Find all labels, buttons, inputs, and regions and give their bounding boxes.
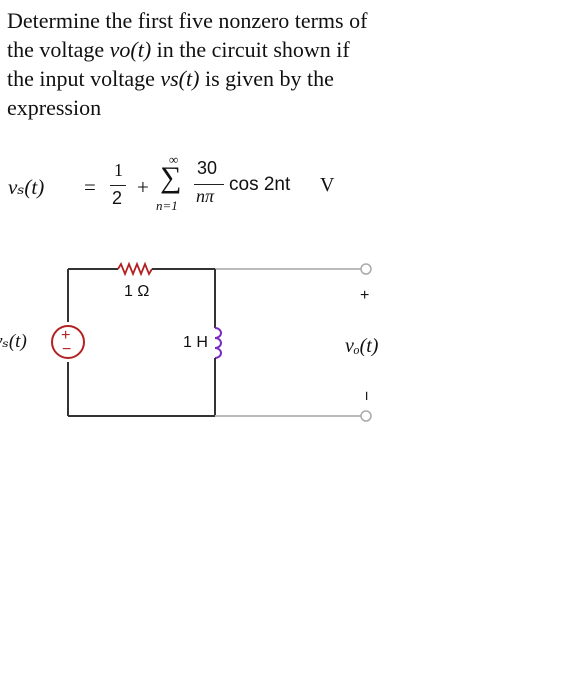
equation-lhs: vₛ(t)	[8, 175, 45, 199]
voltage-source-symbol	[51, 325, 85, 359]
output-terminal-bottom	[360, 410, 372, 422]
problem-line-3-text-end: is given by the	[199, 66, 334, 91]
equation-equals: =	[84, 175, 96, 199]
cosine-term: cos 2nt	[229, 174, 291, 195]
half-fraction-bar	[110, 185, 126, 186]
source-plus-sign: +	[61, 327, 71, 344]
resistor-symbol	[117, 261, 153, 277]
circuit-diagram: 1 Ω 1 H vₛ(t) + − + vₒ(t) −	[0, 250, 575, 450]
source-voltage-label: vₛ(t)	[0, 331, 27, 352]
output-plus-sign: +	[360, 287, 370, 304]
circuit-schematic	[51, 261, 372, 422]
summation-symbol: ∑	[160, 161, 182, 194]
coefficient-fraction-bar	[194, 184, 224, 185]
problem-line-1: Determine the first five nonzero terms o…	[7, 8, 368, 33]
resistor-label: 1 Ω	[124, 283, 150, 300]
problem-line-2-text-end: in the circuit shown if	[151, 37, 350, 62]
output-voltage-label: vₒ(t)	[345, 335, 379, 357]
problem-line-4: expression	[7, 95, 102, 120]
half-denominator: 2	[112, 188, 123, 208]
problem-line-2: the voltage vo(t) in the circuit shown i…	[7, 35, 437, 64]
fraction-numerator: 30	[197, 158, 218, 178]
problem-line-3: the input voltage vs(t) is given by the	[7, 64, 437, 93]
sum-upper-limit: ∞	[169, 152, 179, 167]
voltage-unit: V	[320, 174, 335, 196]
inductor-label: 1 H	[183, 334, 208, 351]
sum-lower-limit: n=1	[156, 198, 178, 213]
half-numerator: 1	[114, 160, 123, 180]
inductor-symbol	[214, 327, 222, 359]
problem-line-2-text: the voltage	[7, 37, 110, 62]
problem-line-3-text: the input voltage	[7, 66, 161, 91]
input-voltage-variable: vs(t)	[160, 66, 200, 91]
output-voltage-variable: vo(t)	[109, 37, 152, 62]
output-terminal-top	[360, 263, 372, 275]
fraction-denominator: nπ	[196, 186, 215, 206]
output-minus-sign: −	[356, 391, 376, 401]
source-minus-sign: −	[62, 341, 72, 358]
fourier-series-equation: vₛ(t) = 1 2 + ∞ ∑ n=1 30 nπ cos 2nt V	[0, 150, 575, 240]
equation-plus: +	[137, 175, 149, 199]
problem-statement: Determine the first five nonzero terms o…	[7, 6, 437, 122]
